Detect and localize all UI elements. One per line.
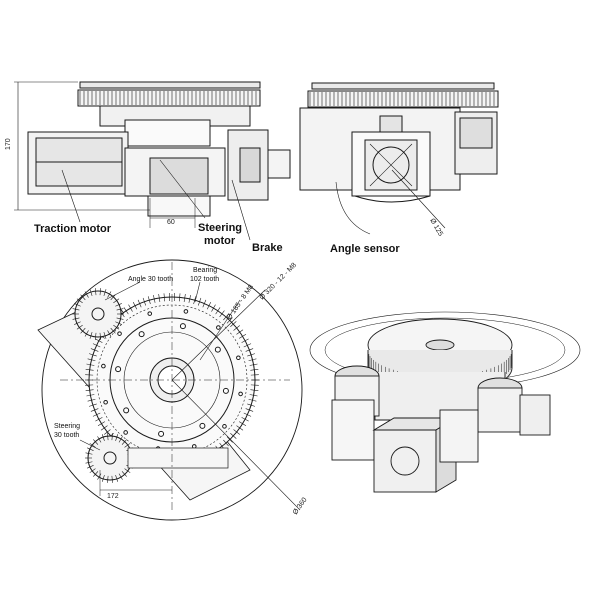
bolt-hole <box>117 331 122 336</box>
bolt-hole <box>236 355 241 361</box>
side-view <box>14 81 291 241</box>
top-view <box>37 259 303 521</box>
label-steering-30-tooth-1: Steering <box>54 423 80 430</box>
bolt-hole <box>138 331 145 338</box>
label-bearing-1: Bearing <box>193 267 217 274</box>
front-view <box>299 82 499 235</box>
label-bearing-2: 102 tooth <box>190 276 219 283</box>
outer-circle-360 <box>41 259 303 521</box>
dim-pcd-185: Ø 185 - 8 M8 <box>226 284 255 322</box>
bolt-hole <box>222 387 229 394</box>
bolt-hole <box>147 311 153 316</box>
bolt-hole <box>101 363 106 369</box>
iso-motor <box>373 429 437 493</box>
label-steering-motor-1: Steering <box>198 222 242 234</box>
label-brake: Brake <box>252 242 283 254</box>
front-gear-ring <box>307 90 499 108</box>
bolt-hole <box>216 325 221 330</box>
bolt-hole <box>158 430 165 437</box>
angle-gear <box>74 290 122 338</box>
bolt-hole <box>238 391 243 397</box>
isometric-view <box>309 311 581 493</box>
bolt-hole <box>191 444 197 449</box>
bolt-hole <box>183 309 189 314</box>
bolt-hole <box>123 430 128 435</box>
bolt-hole <box>103 399 108 405</box>
angle-gear-teeth <box>72 288 124 340</box>
bolt-hole <box>123 407 130 414</box>
front-gear-teeth <box>309 92 495 106</box>
label-steering-30-tooth-2: 30 tooth <box>54 432 79 439</box>
steering-gear <box>87 435 133 481</box>
side-gear-ring <box>77 89 261 107</box>
dim-60: 60 <box>167 219 175 226</box>
side-gear-teeth <box>79 91 257 105</box>
bolt-hole <box>179 323 186 330</box>
bolt-hole <box>214 346 221 353</box>
label-angle-30-tooth: Angle 30 tooth <box>128 276 173 283</box>
label-steering-motor-2: motor <box>204 235 236 247</box>
bolt-hole <box>222 424 227 429</box>
label-angle-sensor: Angle sensor <box>330 243 400 255</box>
dim-dia-125: Ø 125 <box>428 218 444 238</box>
dim-172: 172 <box>107 493 119 500</box>
bolt-hole <box>199 422 206 429</box>
bolt-hole <box>115 366 122 373</box>
label-traction-motor: Traction motor <box>34 223 112 235</box>
dim-170: 170 <box>5 138 12 150</box>
dim-dia-360: Ø 360 <box>292 496 309 516</box>
dim-pcd-320: Ø 320 - 12 - M8 <box>258 262 298 302</box>
